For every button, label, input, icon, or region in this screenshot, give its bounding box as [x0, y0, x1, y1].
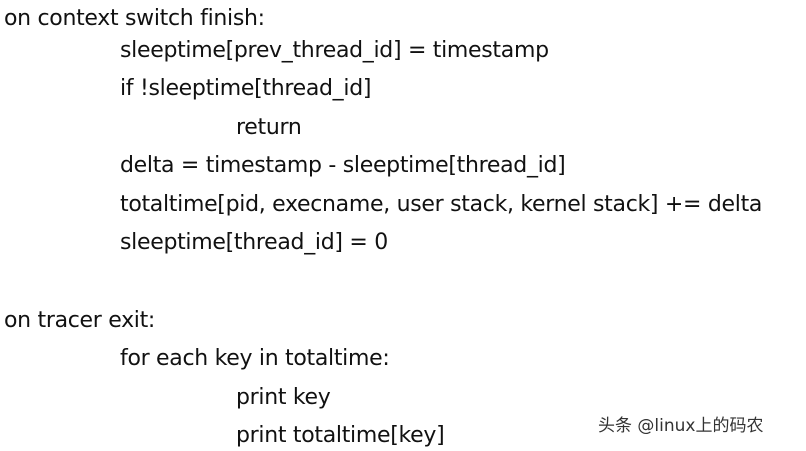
code-line-print-key: print key: [236, 385, 331, 410]
code-line-record-sleeptime: sleeptime[prev_thread_id] = timestamp: [120, 38, 549, 63]
code-line-for-each: for each key in totaltime:: [120, 346, 390, 371]
code-line-delta: delta = timestamp - sleeptime[thread_id]: [120, 153, 566, 178]
code-line-if-check: if !sleeptime[thread_id]: [120, 76, 372, 101]
tracer-exit-handler-header: on tracer exit:: [4, 308, 156, 333]
watermark: 头条 @linux上的码农: [598, 416, 764, 436]
code-line-totaltime-accumulate: totaltime[pid, execname, user stack, ker…: [120, 192, 763, 217]
context-switch-handler-header: on context switch finish:: [4, 6, 265, 31]
code-line-return: return: [236, 115, 302, 140]
code-line-reset-sleeptime: sleeptime[thread_id] = 0: [120, 230, 388, 255]
code-line-print-totaltime: print totaltime[key]: [236, 423, 445, 448]
